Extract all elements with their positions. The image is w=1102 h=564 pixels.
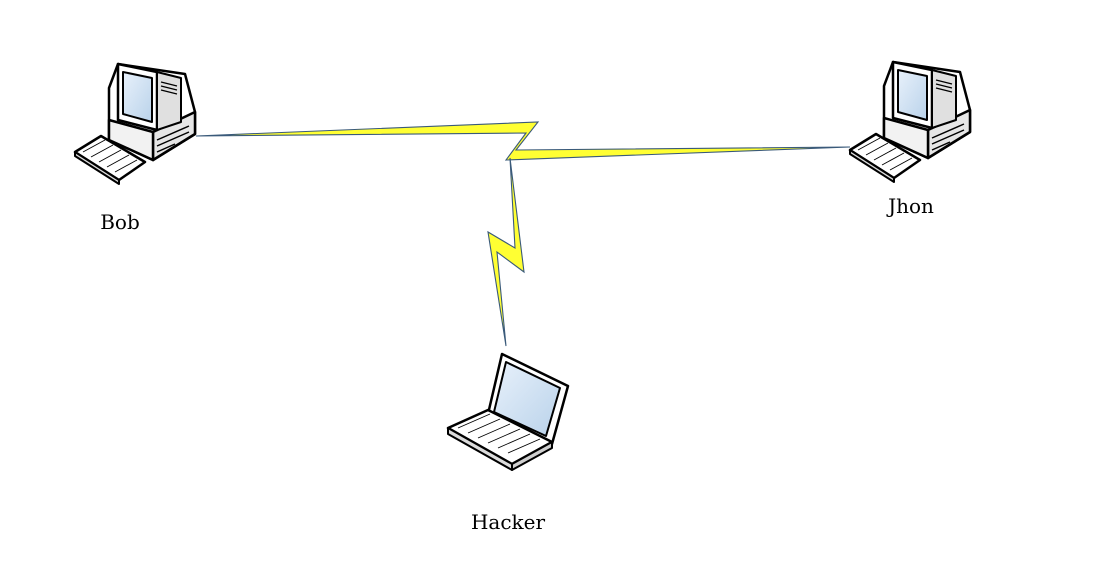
- laptop-computer-icon: [446, 352, 570, 471]
- node-label-bob: Bob: [100, 210, 140, 234]
- desktop-computer-icon: [848, 60, 972, 183]
- desktop-computer-icon: [73, 62, 197, 185]
- node-label-hacker: Hacker: [470, 510, 546, 534]
- lightning-link-bob-jhon: [195, 121, 851, 161]
- node-label-jhon: Jhon: [888, 194, 934, 218]
- lightning-link-hacker: [487, 157, 525, 347]
